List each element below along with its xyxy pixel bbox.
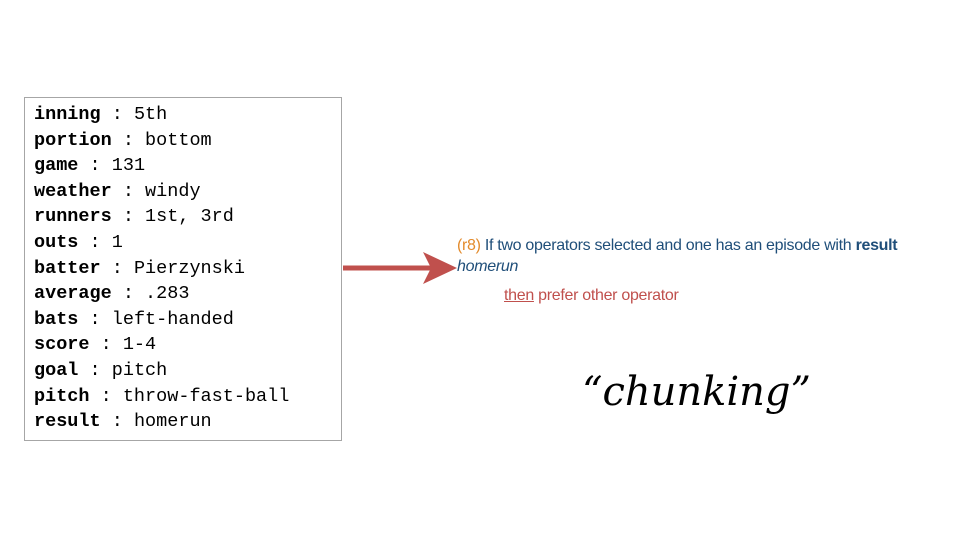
attribute-row: bats : left-handed xyxy=(34,307,341,333)
attribute-value: pitch xyxy=(111,359,168,381)
rule-condition-text: If two operators selected and one has an… xyxy=(480,237,856,254)
attribute-value: homerun xyxy=(133,411,212,433)
attribute-separator: : xyxy=(100,411,134,433)
attribute-key: inning xyxy=(34,104,101,125)
attribute-row: score : 1-4 xyxy=(34,332,341,358)
attribute-value: 5th xyxy=(133,104,168,125)
attribute-key: game xyxy=(34,155,79,177)
rule-action: then prefer other operator xyxy=(457,285,960,306)
attribute-separator: : xyxy=(78,359,112,381)
rule-condition: (r8) If two operators selected and one h… xyxy=(457,235,960,256)
attribute-value: 1-4 xyxy=(122,334,157,356)
attribute-separator: : xyxy=(100,257,134,279)
attribute-separator: : xyxy=(89,385,123,407)
rule-action-text: prefer other operator xyxy=(533,287,679,304)
attribute-value: .283 xyxy=(145,283,190,305)
attribute-separator: : xyxy=(111,206,146,228)
rule-label: (r8) xyxy=(457,237,481,254)
attribute-value: windy xyxy=(145,180,201,202)
rule-condition-value: homerun xyxy=(457,258,519,275)
attribute-value: 131 xyxy=(111,155,146,177)
attribute-separator: : xyxy=(78,155,112,177)
attribute-row: runners : 1st, 3rd xyxy=(34,204,341,230)
chunking-label: “chunking” xyxy=(582,369,811,415)
attribute-key: runners xyxy=(34,206,112,228)
attribute-key: goal xyxy=(34,359,79,381)
rule-then-word: then xyxy=(504,287,534,304)
attribute-row: outs : 1 xyxy=(34,230,341,256)
arrow-head xyxy=(423,252,457,284)
attribute-key: score xyxy=(34,334,90,356)
attribute-row: portion : bottom xyxy=(34,128,341,154)
attribute-value: bottom xyxy=(145,129,212,151)
attribute-separator: : xyxy=(78,231,112,253)
attribute-row: average : .283 xyxy=(34,281,341,307)
attribute-key: portion xyxy=(34,129,112,151)
attribute-row: batter : Pierzynski xyxy=(34,256,341,282)
attribute-key: outs xyxy=(34,231,79,253)
attribute-row: result : homerun xyxy=(34,409,341,435)
attribute-key: result xyxy=(34,411,101,433)
attribute-value: throw-fast-ball xyxy=(122,385,290,407)
attribute-key: average xyxy=(34,283,112,305)
attribute-value: 1st, 3rd xyxy=(145,206,234,228)
attribute-row: pitch : throw-fast-ball xyxy=(34,384,341,410)
attribute-value: left-handed xyxy=(111,308,234,330)
attribute-value: Pierzynski xyxy=(133,257,245,279)
right-arrow-icon xyxy=(343,252,457,284)
attribute-key: batter xyxy=(34,257,101,279)
attribute-key: bats xyxy=(34,308,79,330)
attribute-separator: : xyxy=(100,104,134,125)
attribute-row: goal : pitch xyxy=(34,358,341,384)
attribute-separator: : xyxy=(111,283,146,305)
chunk-rule: (r8) If two operators selected and one h… xyxy=(457,235,960,306)
attribute-row: weather : windy xyxy=(34,179,341,205)
attribute-key: weather xyxy=(34,180,112,202)
attribute-value: 1 xyxy=(111,231,123,253)
attribute-key: pitch xyxy=(34,385,90,407)
rule-condition-keyword: result xyxy=(855,237,898,254)
attribute-row: inning : 5th xyxy=(34,102,341,128)
attribute-separator: : xyxy=(89,334,123,356)
attribute-row: game : 131 xyxy=(34,153,341,179)
attribute-separator: : xyxy=(111,180,146,202)
attribute-separator: : xyxy=(111,129,146,151)
episode-box: inning : 5th portion : bottom game : 131… xyxy=(24,97,342,441)
attribute-separator: : xyxy=(78,308,112,330)
